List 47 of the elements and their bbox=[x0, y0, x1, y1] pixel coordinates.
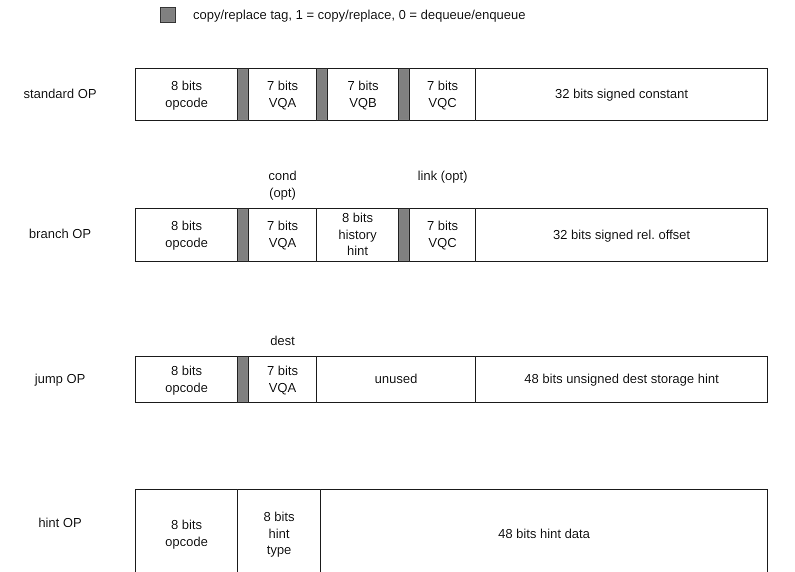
field-label: 7 bits VQB bbox=[346, 78, 380, 112]
field-label: unused bbox=[374, 371, 418, 388]
field-annotation: cond (opt) bbox=[267, 168, 298, 202]
bit-field bbox=[135, 68, 238, 121]
tag-bar bbox=[237, 208, 249, 262]
bit-field bbox=[320, 489, 768, 572]
field-label: 48 bits hint data bbox=[498, 526, 590, 542]
field-label: 8 bits opcode bbox=[164, 218, 209, 252]
bit-field bbox=[135, 489, 238, 572]
tag-bar bbox=[237, 68, 249, 121]
bit-field bbox=[248, 356, 317, 403]
field-label: 7 bits VQA bbox=[266, 218, 300, 252]
bit-field bbox=[409, 68, 476, 121]
bit-field bbox=[316, 208, 399, 262]
field-annotation: link (opt) bbox=[418, 168, 468, 185]
bit-field bbox=[475, 208, 768, 262]
tag-bar bbox=[398, 68, 410, 121]
field-label: 7 bits VQC bbox=[426, 78, 460, 112]
bit-field bbox=[135, 356, 238, 403]
field-label: 8 bits opcode bbox=[164, 78, 209, 112]
field-label: 7 bits VQA bbox=[266, 78, 300, 112]
field-label: 8 bits history hint bbox=[337, 210, 378, 260]
tag-bar bbox=[237, 356, 249, 403]
row-label: hint OP bbox=[37, 515, 83, 532]
bit-field bbox=[316, 356, 476, 403]
field-label: 8 bits opcode bbox=[164, 517, 209, 551]
row-label: standard OP bbox=[22, 86, 98, 102]
field-label: 8 bits hint type bbox=[262, 508, 296, 560]
bit-field bbox=[248, 68, 317, 121]
field-label: 32 bits signed rel. offset bbox=[552, 226, 690, 244]
bit-field bbox=[135, 208, 238, 262]
field-label: 48 bits unsigned dest storage hint bbox=[524, 371, 719, 388]
tag-bar bbox=[316, 68, 328, 121]
field-label: 32 bits signed constant bbox=[555, 86, 688, 103]
row-label: branch OP bbox=[28, 226, 92, 243]
field-annotation: dest bbox=[269, 333, 296, 350]
field-label: 7 bits VQC bbox=[426, 218, 460, 252]
legend-text: copy/replace tag, 1 = copy/replace, 0 = dequeue/enqueue bbox=[193, 7, 526, 24]
bit-field bbox=[475, 356, 768, 403]
tag-bar bbox=[398, 208, 410, 262]
bit-field bbox=[248, 208, 317, 262]
field-label: 7 bits VQA bbox=[266, 362, 300, 396]
bit-field bbox=[327, 68, 399, 121]
row-label: jump OP bbox=[34, 370, 86, 388]
bit-field bbox=[409, 208, 476, 262]
bit-field bbox=[475, 68, 768, 121]
field-label: 8 bits opcode bbox=[164, 362, 209, 396]
